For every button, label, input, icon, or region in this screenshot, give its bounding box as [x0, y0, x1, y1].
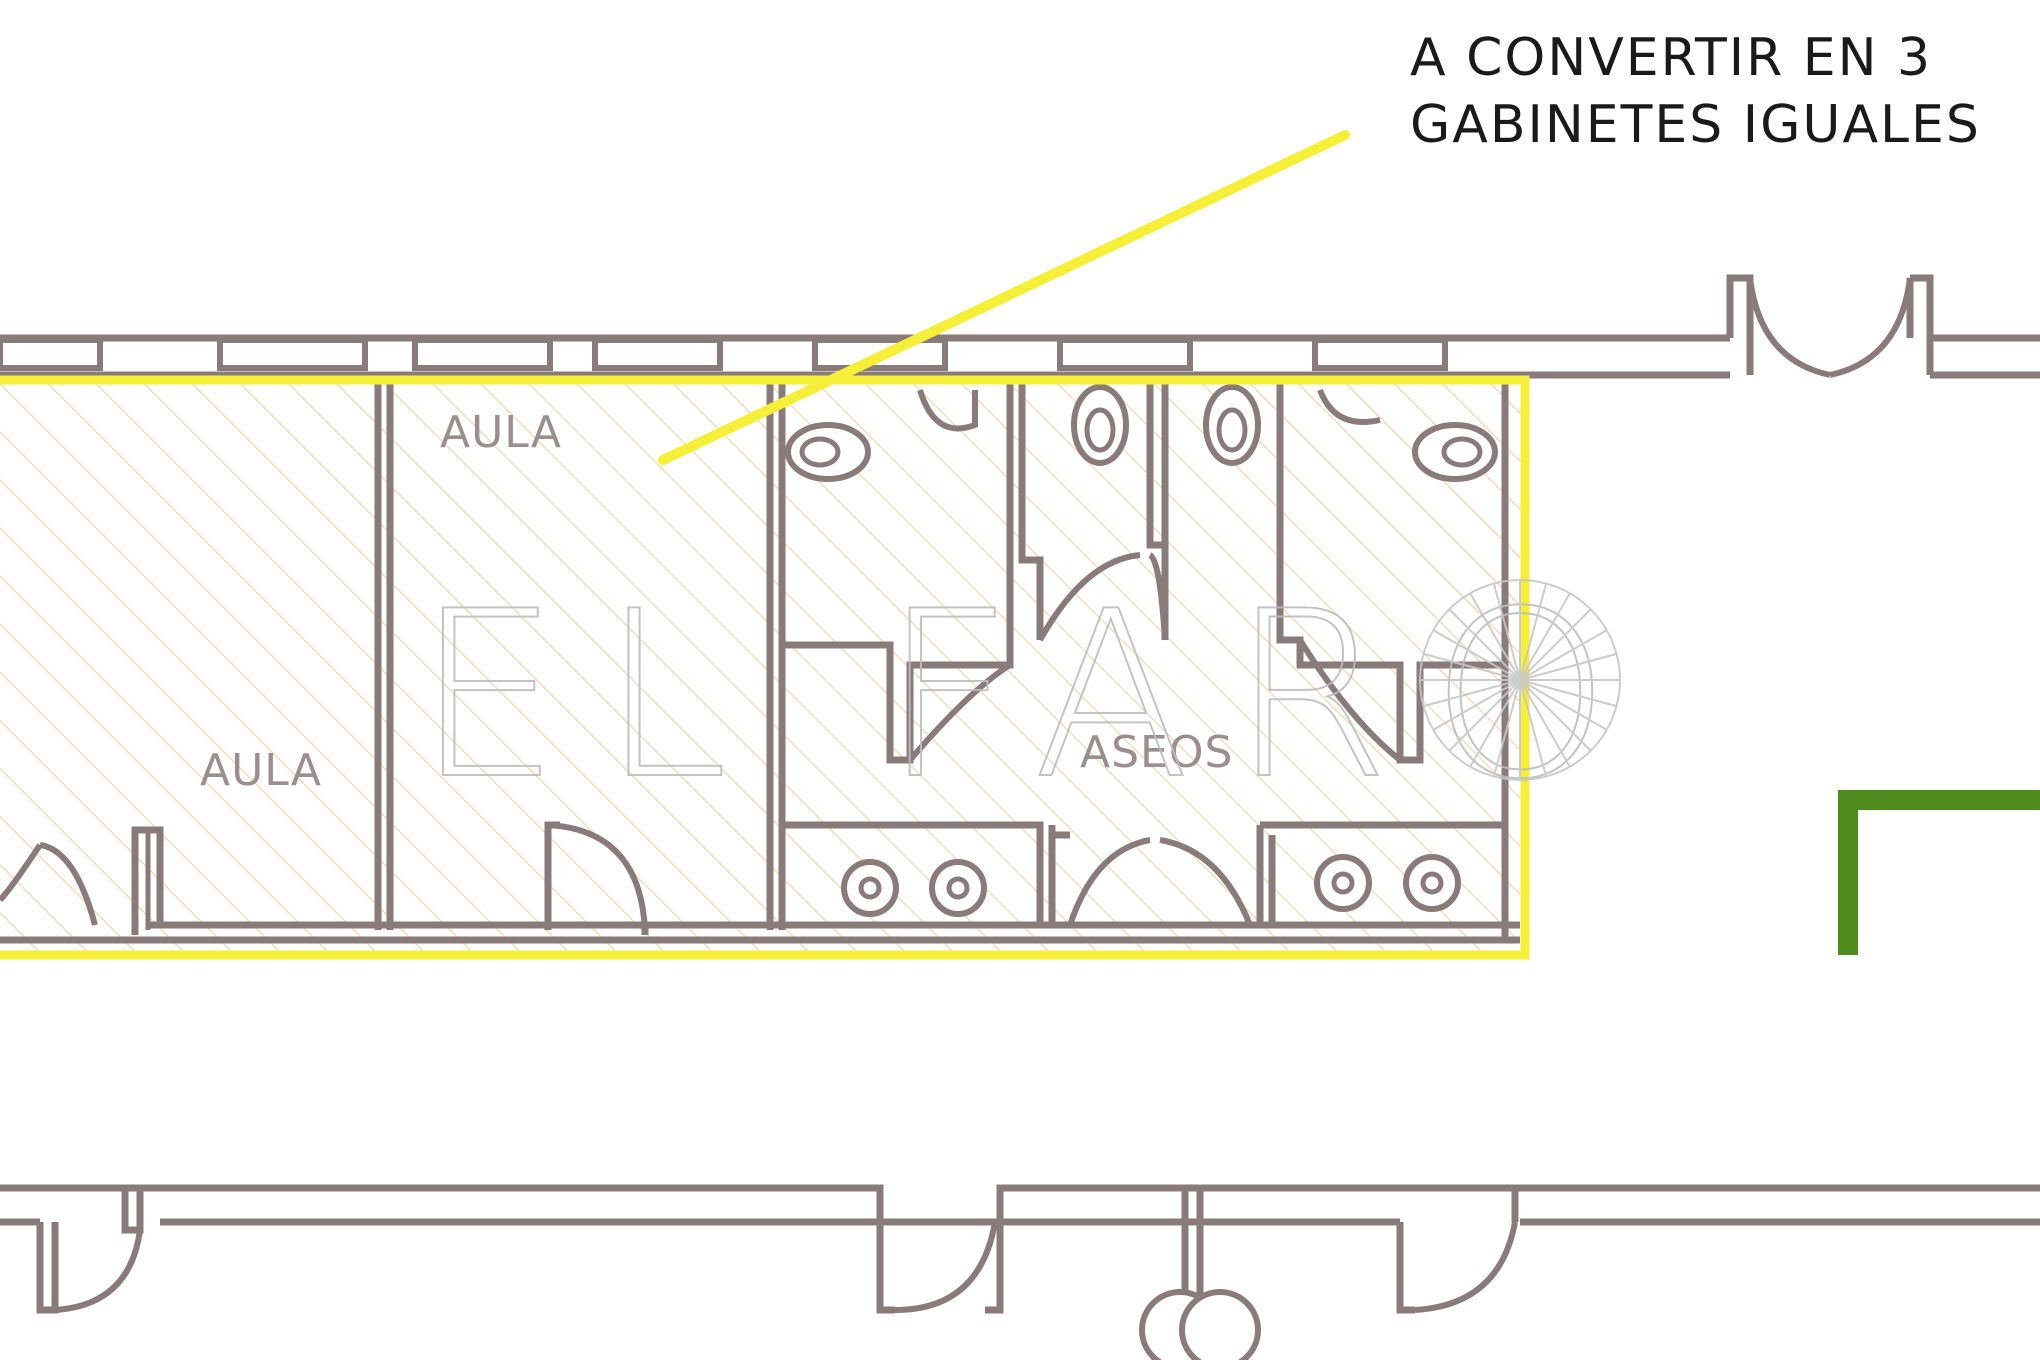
toilets — [785, 384, 1498, 482]
highlight-rectangle — [0, 375, 1530, 960]
bottom-exterior-wall — [0, 1184, 2040, 1360]
top-windows — [0, 337, 1448, 371]
annotation-leader-line — [658, 130, 1350, 465]
restroom-doors — [907, 552, 1402, 927]
watermark-text: EL FARO — [415, 563, 1651, 830]
sinks — [841, 854, 1461, 917]
annotation-line-2: GABINETES IGUALES — [1410, 95, 1981, 155]
room-label-aula-bottom: AULA — [200, 745, 322, 796]
green-corner-mark — [1838, 790, 2040, 955]
room-label-aula-top: AULA — [440, 407, 562, 458]
watermark-sunburst-icon — [1419, 579, 1621, 781]
room-label-aseos: ASEOS — [1080, 727, 1233, 778]
top-right-double-door — [1726, 274, 1934, 378]
watermark: EL FARO — [414, 562, 1651, 831]
block-walls — [0, 380, 1520, 944]
annotation-line-1: A CONVERTIR EN 3 — [1410, 28, 1932, 88]
aula-left-door — [0, 842, 98, 926]
